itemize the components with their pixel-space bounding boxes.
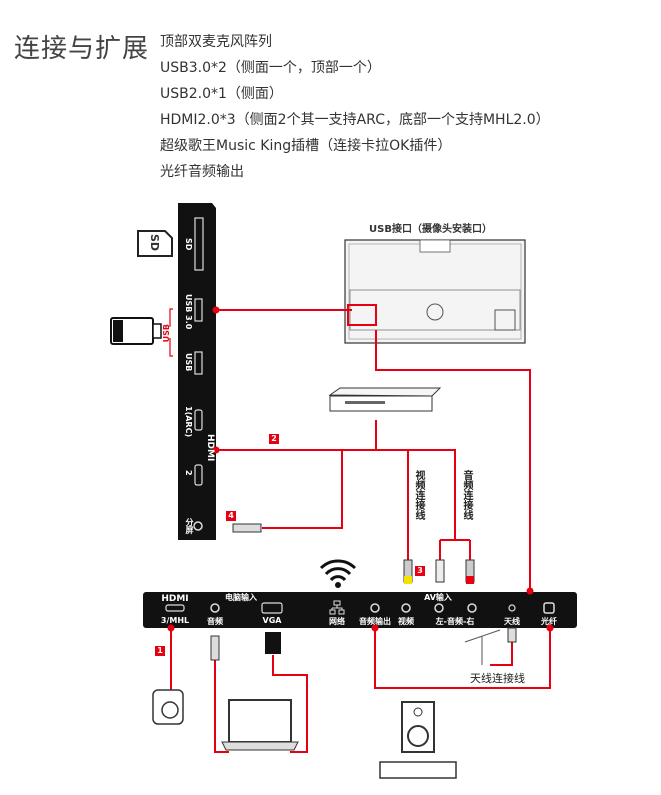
hdmi-logo: HDMI xyxy=(205,434,215,462)
split-jack xyxy=(193,521,203,531)
audio-plug xyxy=(210,635,220,661)
badge-2: 2 xyxy=(269,434,279,444)
label-video: 视频 xyxy=(398,617,414,626)
feature-item: HDMI2.0*3（侧面2个其一支持ARC，底部一个支持MHL2.0） xyxy=(160,112,550,128)
sd-slot xyxy=(194,217,204,271)
bottom-hdmi-logo: HDMI xyxy=(161,594,189,604)
usb3-port xyxy=(194,298,203,322)
vga-plug xyxy=(265,632,281,654)
camera-icon xyxy=(152,689,184,725)
antenna-icon xyxy=(464,629,501,665)
antenna-cable-label: 天线连接线 xyxy=(470,672,525,685)
laptop-icon xyxy=(228,699,292,743)
hdmi2-port xyxy=(194,464,203,486)
label-antenna: 天线 xyxy=(504,617,520,626)
audio-out-jack xyxy=(370,603,380,613)
badge-1: 1 xyxy=(155,646,165,656)
tv-back-label: USB接口（摄像头安装口） xyxy=(369,224,492,235)
split-plug xyxy=(232,523,262,533)
label-network: 网络 xyxy=(329,617,345,626)
audio-left-jack xyxy=(434,603,444,613)
audio-left-plug xyxy=(435,559,445,583)
label-pc-input: 电脑输入 xyxy=(225,593,257,602)
video-cable-label: 视频连接线 xyxy=(413,470,424,520)
sd-card-icon xyxy=(137,230,173,257)
feature-item: 超级歌王Music King插槽（连接卡拉OK插件） xyxy=(160,138,452,154)
label-sd: SD xyxy=(184,238,193,251)
label-audio: 音频 xyxy=(207,617,223,626)
connection-lines xyxy=(170,309,551,753)
label-vga: VGA xyxy=(262,616,282,625)
label-usb3: USB 3.0 xyxy=(184,294,193,330)
label-audio-out: 音频输出 xyxy=(359,617,391,626)
feature-item: 顶部双麦克风阵列 xyxy=(160,34,272,50)
label-hdmi3-mhl: 3/MHL xyxy=(160,616,190,625)
network-port-icon xyxy=(329,600,345,615)
optical-port xyxy=(543,602,555,614)
label-hdmi1: 1(ARC) xyxy=(184,406,193,438)
antenna-jack xyxy=(508,604,516,612)
section-title: 连接与扩展 xyxy=(14,34,150,64)
usb-group-label: USB xyxy=(162,324,171,343)
audio-right-jack xyxy=(467,603,477,613)
label-hdmi2: 2 xyxy=(184,470,193,476)
pc-audio-jack xyxy=(210,603,220,613)
usb-port xyxy=(194,351,203,375)
hdmi3-port xyxy=(165,604,185,612)
vga-port xyxy=(261,602,283,614)
feature-item: 光纤音频输出 xyxy=(160,164,244,180)
side-panel xyxy=(178,203,216,540)
label-av-input: AV输入 xyxy=(424,593,452,602)
tv-back-illustration xyxy=(344,239,526,344)
label-lr-audio: 左-音频-右 xyxy=(435,617,475,626)
hdmi1-port xyxy=(194,409,203,431)
amplifier-icon xyxy=(379,761,457,779)
feature-item: USB3.0*2（侧面一个，顶部一个） xyxy=(160,60,381,76)
bottom-panel xyxy=(143,592,577,628)
label-optical: 光纤 xyxy=(541,617,557,626)
label-split: 分屏 xyxy=(185,518,194,534)
feature-item: USB2.0*1（侧面） xyxy=(160,86,283,102)
badge-4: 4 xyxy=(226,511,236,521)
badge-3: 3 xyxy=(415,566,425,576)
sd-card-label: SD xyxy=(148,233,162,252)
label-usb: USB xyxy=(184,353,193,372)
audio-cable-label: 音频连接线 xyxy=(461,470,472,520)
video-jack xyxy=(401,603,411,613)
wifi-icon xyxy=(319,559,357,582)
